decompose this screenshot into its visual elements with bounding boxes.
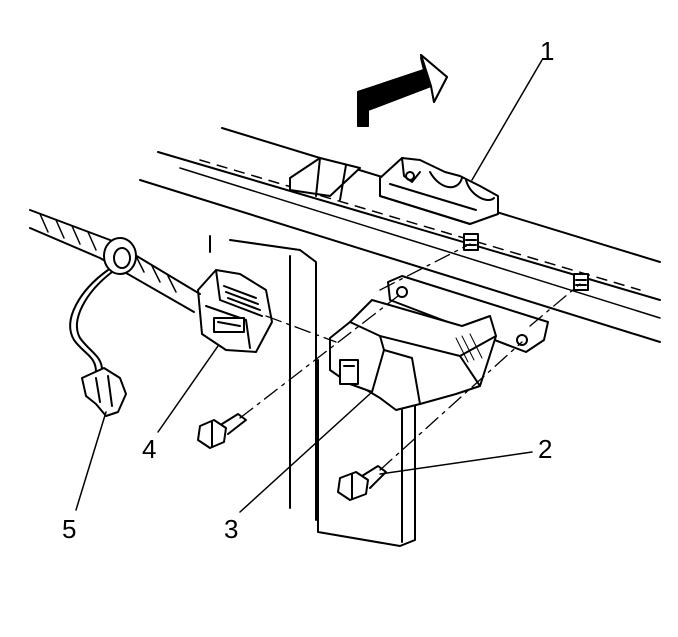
wire-harness: [29, 209, 201, 373]
explode-lines: [239, 243, 581, 471]
leader-lines: [75, 59, 543, 513]
part-1-bracket: [379, 157, 499, 225]
callout-4: 4: [142, 434, 156, 464]
callout-5: 5: [62, 514, 76, 544]
callout-3: 3: [224, 514, 238, 544]
part-5-retainer: [81, 367, 127, 417]
direction-arrow: [357, 54, 448, 127]
part-4-connector: [197, 269, 273, 353]
bolt-part-2: [337, 465, 387, 501]
callout-1: 1: [540, 36, 554, 66]
part-3-housing: [329, 275, 549, 411]
callout-2: 2: [538, 434, 552, 464]
bolt-left: [197, 413, 247, 449]
